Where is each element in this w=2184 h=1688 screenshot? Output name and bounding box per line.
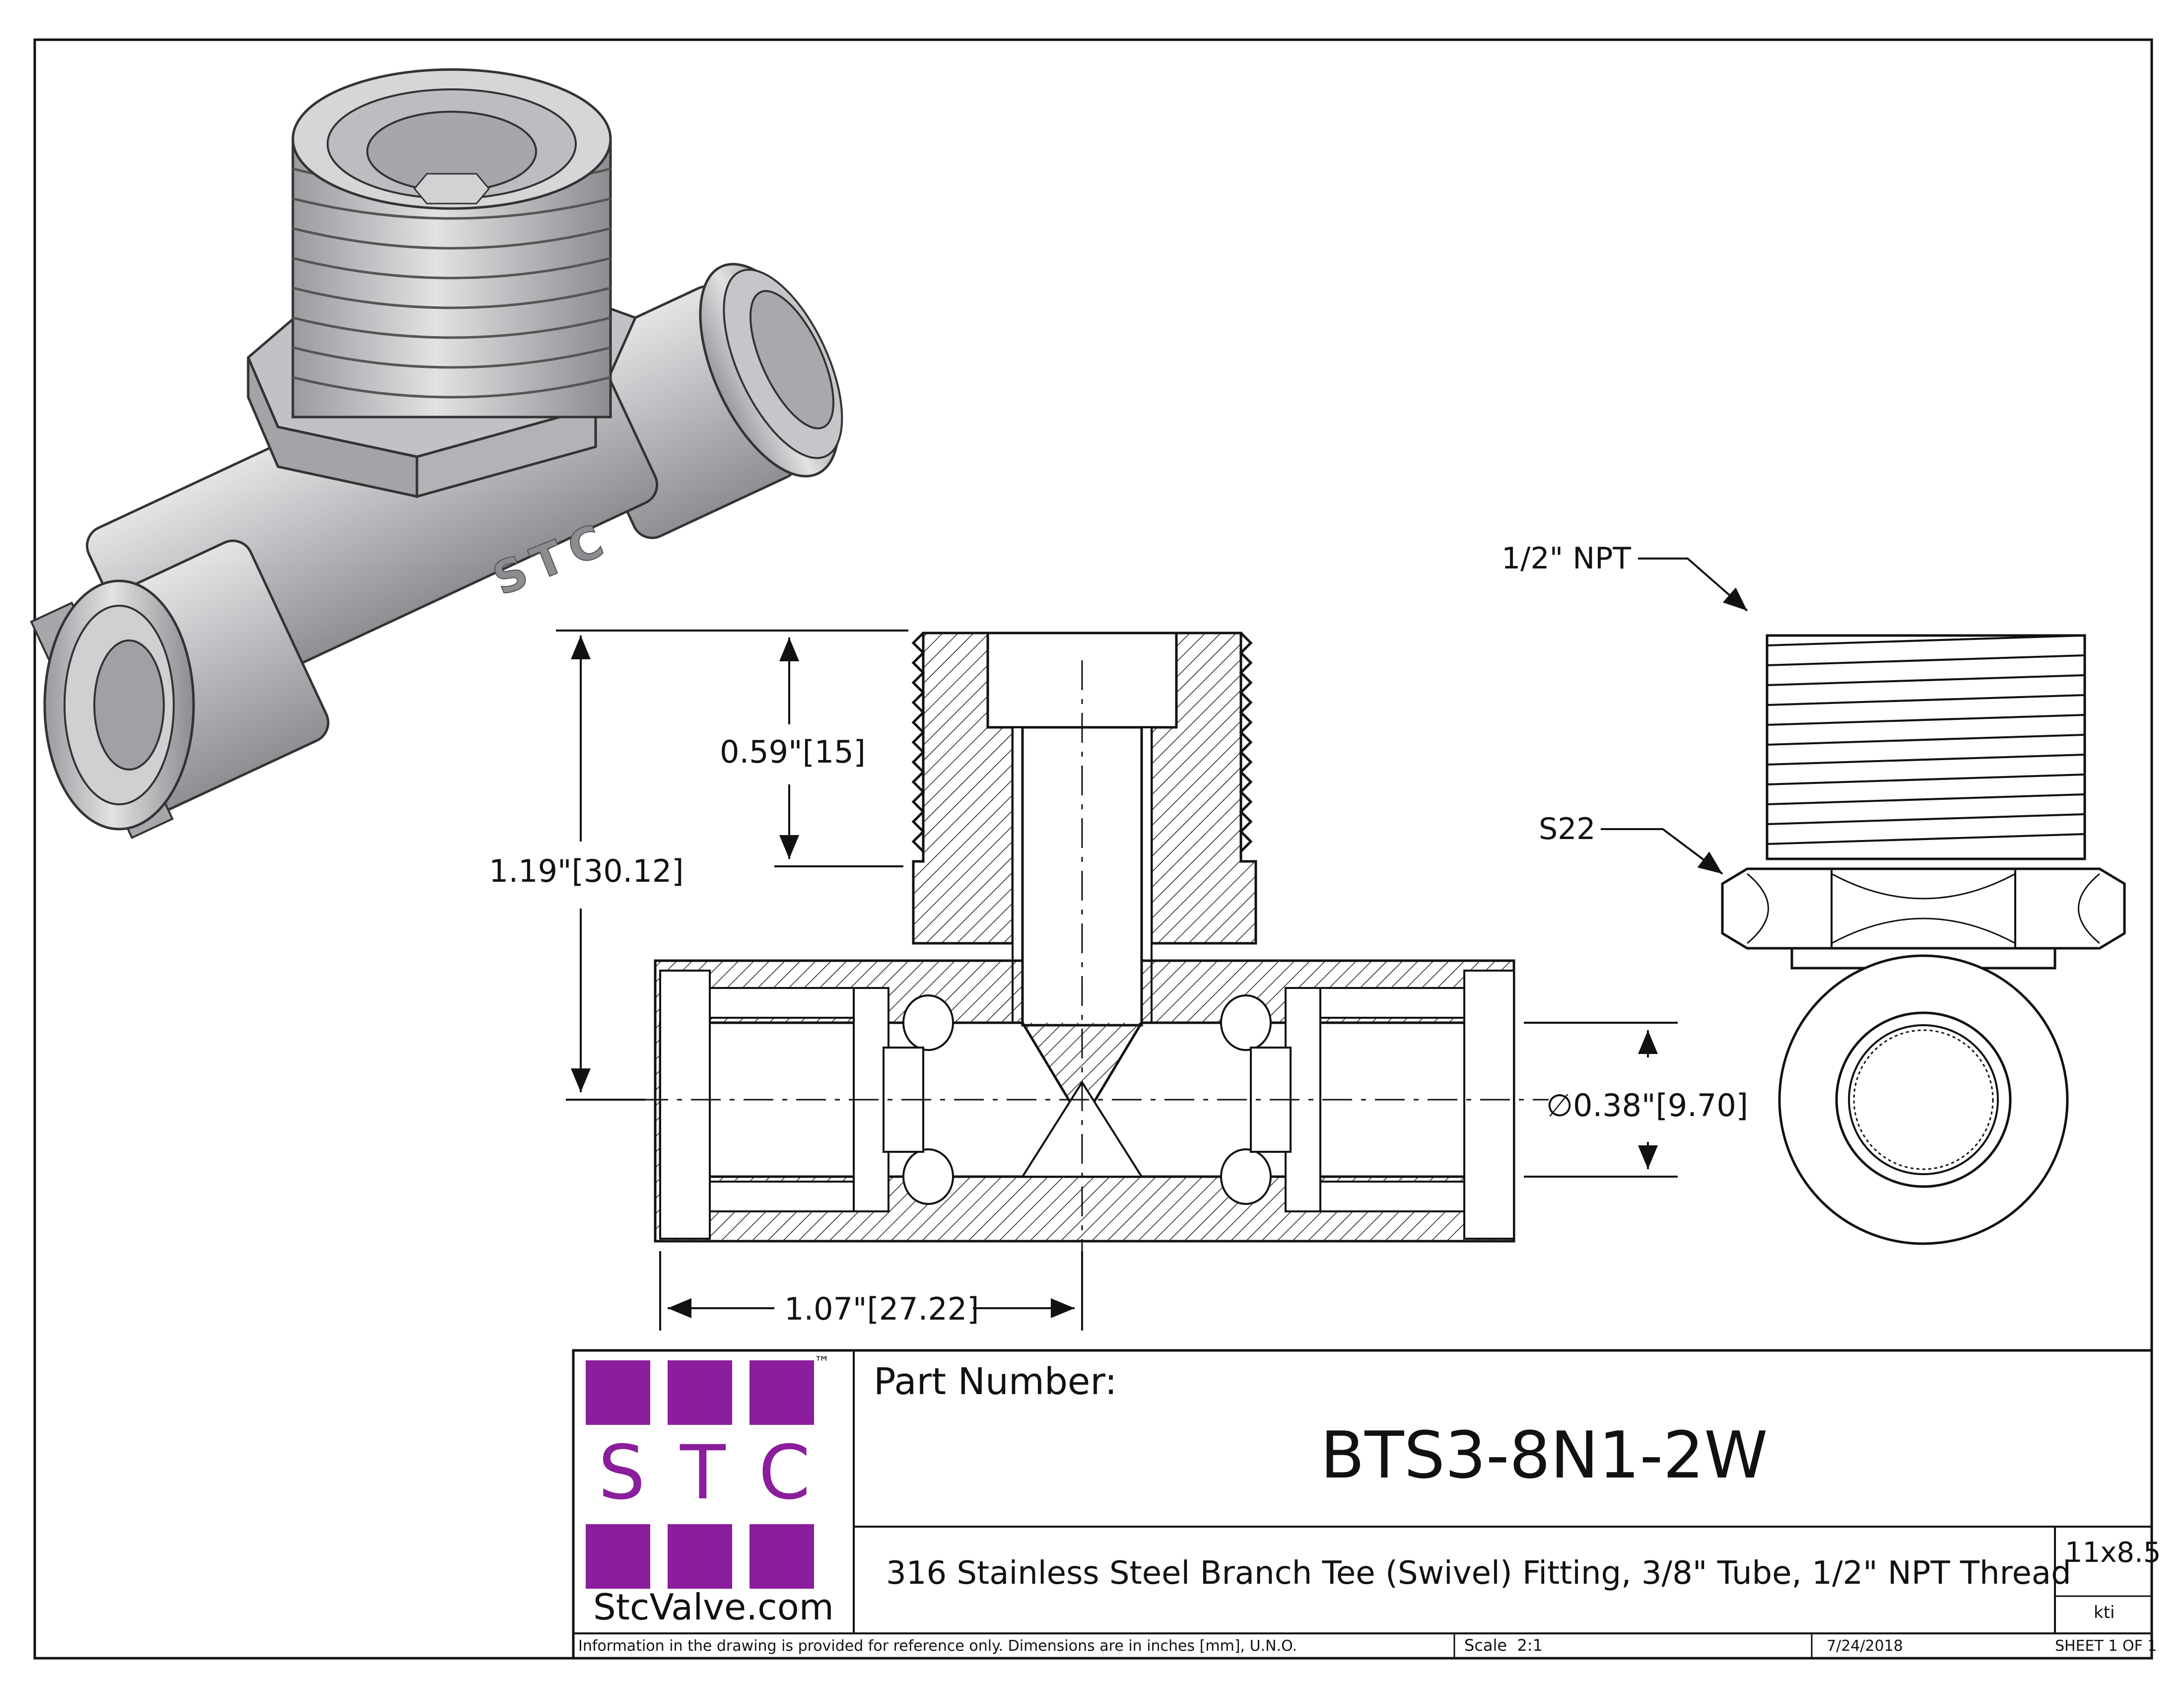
dim-thread-depth: 0.59"[15] — [720, 734, 866, 770]
drawing-date: 7/24/2018 — [1827, 1637, 1903, 1655]
paper-size: 11x8.5 — [2065, 1537, 2161, 1569]
isometric-view: STC — [30, 68, 843, 840]
dimension-lines — [556, 630, 1678, 1331]
part-number: BTS3-8N1-2W — [1320, 1417, 1768, 1493]
callout-hex: S22 — [1539, 812, 1596, 846]
section-view — [586, 632, 1549, 1331]
dim-half-width: 1.07"[27.22] — [784, 1291, 979, 1327]
part-number-label: Part Number: — [874, 1360, 1117, 1403]
logo-letter-t: T — [680, 1430, 726, 1516]
reference-note: Information in the drawing is provided f… — [578, 1637, 1297, 1655]
logo-website: StcValve.com — [593, 1586, 834, 1628]
sheet-number: SHEET 1 OF 1 — [2055, 1637, 2157, 1655]
dim-overall-height: 1.19"[30.12] — [489, 853, 684, 889]
logo-letter-s: S — [598, 1430, 646, 1516]
logo-trademark: ™ — [814, 1353, 830, 1372]
part-description: 316 Stainless Steel Branch Tee (Swivel) … — [886, 1555, 2071, 1592]
callout-thread: 1/2" NPT — [1502, 541, 1631, 576]
scale: Scale 2:1 — [1464, 1636, 1543, 1655]
title-block-frame — [572, 1349, 2153, 1660]
logo-letter-c: C — [758, 1430, 811, 1516]
drawn-by: kti — [2094, 1603, 2115, 1622]
dim-bore: ∅0.38"[9.70] — [1546, 1087, 1748, 1124]
side-view — [1721, 634, 2126, 1245]
stc-logo — [586, 1360, 814, 1589]
